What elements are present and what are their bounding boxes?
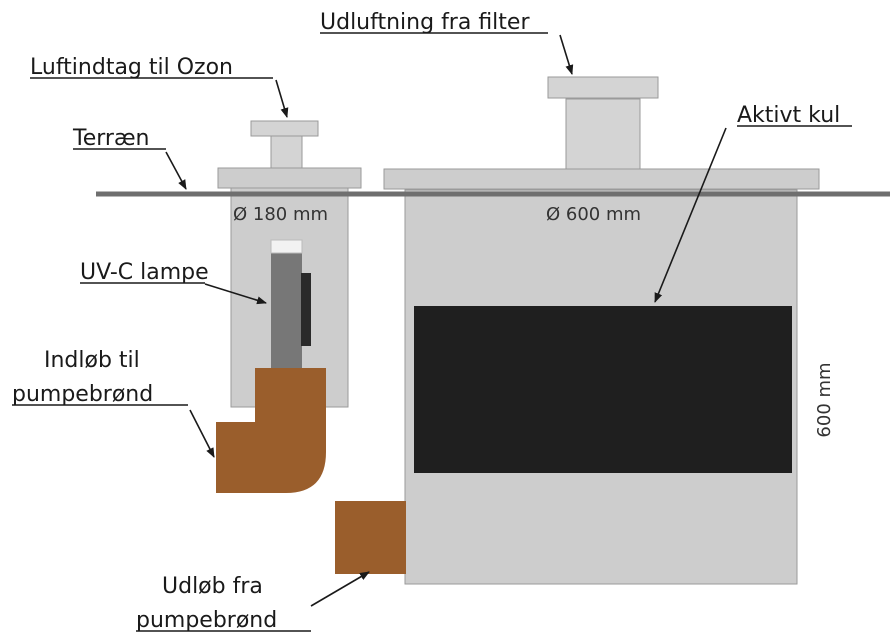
label-terraen: Terræn: [72, 126, 149, 151]
vent-pipe-large: [565, 98, 641, 170]
inlet-elbow-pipe: [216, 368, 326, 493]
label-uvc-lampe: UV-C lampe: [80, 260, 209, 285]
outlet-pipe: [335, 501, 406, 574]
arrow-aktivt-kul: [654, 127, 727, 303]
vent-cap-large: [547, 76, 659, 99]
dim-small-well-diameter: Ø 180 mm: [233, 204, 328, 225]
label-udlob-line1: Udløb fra: [162, 574, 263, 599]
dim-large-well-height: 600 mm: [814, 362, 835, 437]
arrow-indlob: [189, 409, 215, 458]
label-aktivt-kul: Aktivt kul: [737, 103, 840, 128]
arrow-terraen: [165, 151, 187, 190]
small-well-lid: [217, 167, 362, 189]
label-udlob-line2: pumpebrønd: [136, 608, 277, 633]
label-udluftning: Udluftning fra filter: [320, 10, 530, 35]
label-luftindtag: Luftindtag til Ozon: [30, 55, 233, 80]
arrow-uvc-lampe: [204, 283, 267, 305]
large-well-lid: [383, 168, 820, 190]
uvc-lamp-side-plate: [301, 273, 311, 346]
label-indlob-line2: pumpebrønd: [12, 382, 153, 407]
dim-large-well-diameter: Ø 600 mm: [546, 204, 641, 225]
uvc-lamp-cap: [270, 239, 303, 254]
activated-carbon-block: [414, 306, 792, 473]
air-intake-pipe: [270, 134, 303, 169]
arrow-udluftning: [559, 34, 574, 75]
arrow-luftindtag: [275, 79, 289, 118]
arrow-udlob: [310, 571, 370, 607]
uvc-lamp-body: [271, 252, 302, 370]
label-indlob-line1: Indløb til: [44, 348, 140, 373]
air-intake-cap: [250, 120, 319, 137]
